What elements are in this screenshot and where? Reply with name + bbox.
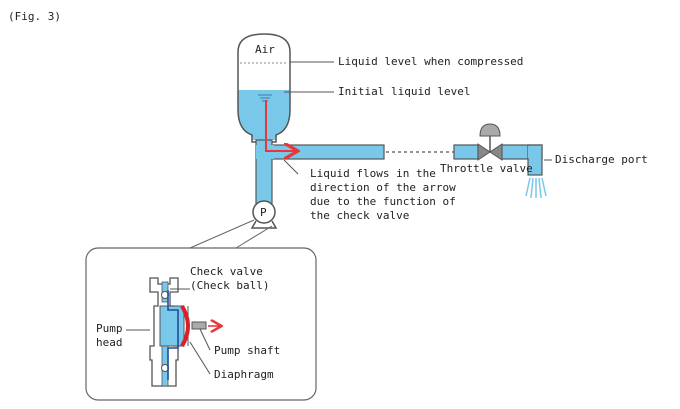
callout-flow-note-line-4: the check valve (310, 209, 409, 222)
detail-pump-shaft: Pump shaft (214, 344, 280, 357)
pump-head-section (149, 277, 207, 387)
diaphragm (180, 304, 190, 348)
callout-flow-note-line-3: due to the function of (310, 195, 456, 208)
callout-flow-note-line-1: Liquid flows in the (310, 167, 436, 180)
throttle-valve (477, 123, 503, 161)
tank-air-label: Air (255, 43, 275, 56)
figure-label: (Fig. 3) (8, 10, 61, 23)
pump-symbol (250, 200, 278, 229)
callout-initial-level: Initial liquid level (338, 85, 470, 98)
flow-arrow (265, 100, 296, 151)
pump-symbol-label: P (260, 206, 267, 219)
accumulator-tank (237, 33, 291, 143)
callout-flow-note-line-2: direction of the arrow (310, 181, 456, 194)
detail-pump-head-line-2: head (96, 336, 123, 349)
detail-zoom-lines (189, 219, 273, 249)
callout-compressed-level: Liquid level when compressed (338, 55, 523, 68)
piping (255, 139, 543, 206)
callout-discharge-port: Discharge port (555, 153, 648, 166)
callout-throttle-valve: Throttle valve (440, 162, 533, 175)
callout-leaders (283, 61, 552, 175)
discharge-spray (525, 177, 547, 199)
detail-diaphragm: Diaphragm (214, 368, 274, 381)
detail-leaders (126, 288, 211, 375)
pump-flow-path (167, 290, 179, 380)
detail-pump-head-line-1: Pump (96, 322, 123, 335)
detail-check-valve-line-2: (Check ball) (190, 279, 269, 292)
detail-check-valve-line-1: Check valve (190, 265, 263, 278)
